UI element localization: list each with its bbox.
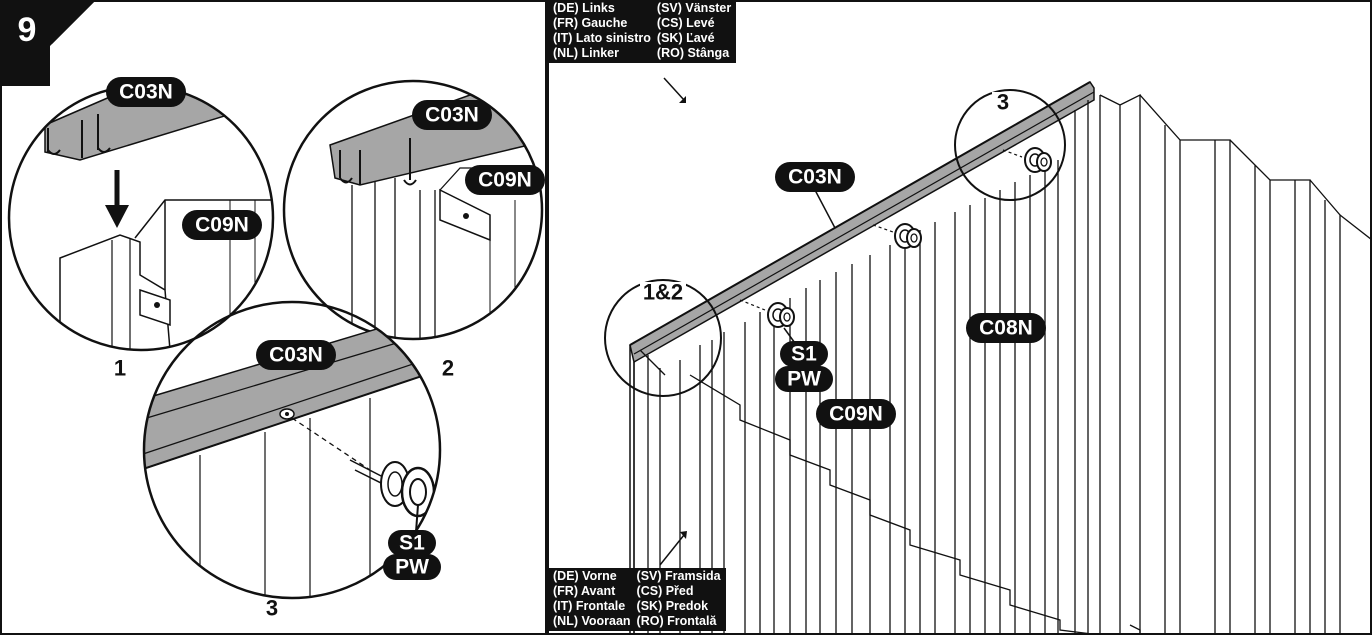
step-badge: 9: [0, 0, 96, 86]
svg-text:PW: PW: [787, 368, 821, 391]
part-label-c09n-1: C09N: [182, 210, 262, 240]
svg-text:C03N: C03N: [425, 104, 479, 127]
legend-left-side: (DE) Links (SV) Vänster (FR) Gauche (CS) Le…: [548, 0, 737, 63]
svg-text:C03N: C03N: [788, 166, 842, 189]
legend-row: (DE) Links (SV) Vänster: [553, 1, 731, 16]
legend-cell: (NL) Linker: [553, 46, 619, 60]
legend-cell: (DE) Links: [553, 1, 615, 15]
legend-cell: (IT) Frontale: [553, 599, 626, 613]
svg-text:C08N: C08N: [979, 317, 1033, 340]
legend-row: (FR) Gauche (CS) Levé: [553, 16, 731, 31]
detail-circle-1: [7, 84, 275, 352]
legend-cell: (FR) Avant: [553, 584, 616, 598]
part-label-c03n-main: C03N: [775, 162, 855, 192]
svg-text:C03N: C03N: [119, 81, 173, 104]
legend-row: (FR) Avant (CS) Před: [553, 584, 721, 599]
detail-number-1: 1: [114, 356, 126, 381]
callout-circle-3: [954, 89, 1066, 201]
legend-row: (IT) Lato sinistro (SK) Ľavé: [553, 31, 731, 46]
svg-text:S1: S1: [399, 532, 425, 555]
legend-cell: (SK) Predok: [636, 599, 709, 613]
svg-text:C03N: C03N: [269, 344, 323, 367]
callout-circle-1-2: [604, 279, 722, 397]
detail-number-3: 3: [266, 596, 278, 621]
legend-cell: (RO) Frontală: [636, 614, 717, 628]
legend-cell: (SV) Vänster: [656, 1, 732, 15]
part-label-c03n-3: C03N: [256, 340, 336, 370]
legend-cell: (NL) Vooraan: [553, 614, 631, 628]
legend-cell: (FR) Gauche: [553, 16, 628, 30]
legend-row: (DE) Vorne (SV) Framsida: [553, 569, 721, 584]
legend-cell: (SK) Ľavé: [656, 31, 715, 45]
right-panel-frame: [547, 0, 1372, 635]
legend-cell: (SV) Framsida: [636, 569, 721, 583]
part-label-pw-detail: PW: [383, 554, 441, 580]
step-number: 9: [18, 11, 37, 49]
legend-cell: (CS) Levé: [656, 16, 715, 30]
legend-cell: (CS) Před: [636, 584, 694, 598]
part-label-s1-detail: S1: [388, 530, 436, 556]
svg-text:C09N: C09N: [829, 403, 883, 426]
svg-text:S1: S1: [791, 343, 817, 366]
part-label-c03n-2: C03N: [412, 100, 492, 130]
detail-number-2: 2: [442, 356, 454, 381]
callout-number-1-2: 1&2: [643, 280, 683, 305]
legend-row: (NL) Linker (RO) Stânga: [553, 46, 731, 61]
main-wall-illustration: [604, 77, 1372, 635]
legend-row: (NL) Vooraan (RO) Frontală: [553, 614, 721, 629]
svg-text:C09N: C09N: [478, 169, 532, 192]
legend-row: (IT) Frontale (SK) Predok: [553, 599, 721, 614]
fastener-2: [894, 223, 922, 249]
part-label-c09n-main: C09N: [816, 399, 896, 429]
svg-text:PW: PW: [395, 556, 429, 579]
svg-text:C09N: C09N: [195, 214, 249, 237]
part-label-pw-main: PW: [775, 366, 833, 392]
part-label-c09n-2: C09N: [465, 165, 545, 195]
part-label-s1-main: S1: [780, 341, 828, 367]
legend-cell: (DE) Vorne: [553, 569, 617, 583]
callout-number-3: 3: [997, 90, 1009, 115]
legend-cell: (RO) Stânga: [656, 46, 730, 60]
left-panel-frame: [0, 0, 547, 635]
legend-front-side: (DE) Vorne (SV) Framsida (FR) Avant (CS) Př…: [548, 568, 726, 631]
part-label-c08n-main: C08N: [966, 313, 1046, 343]
part-label-c03n-1: C03N: [106, 77, 186, 107]
legend-cell: (IT) Lato sinistro: [553, 31, 651, 45]
detail-circle-3: [142, 300, 442, 600]
fastener-3: [1024, 147, 1052, 173]
